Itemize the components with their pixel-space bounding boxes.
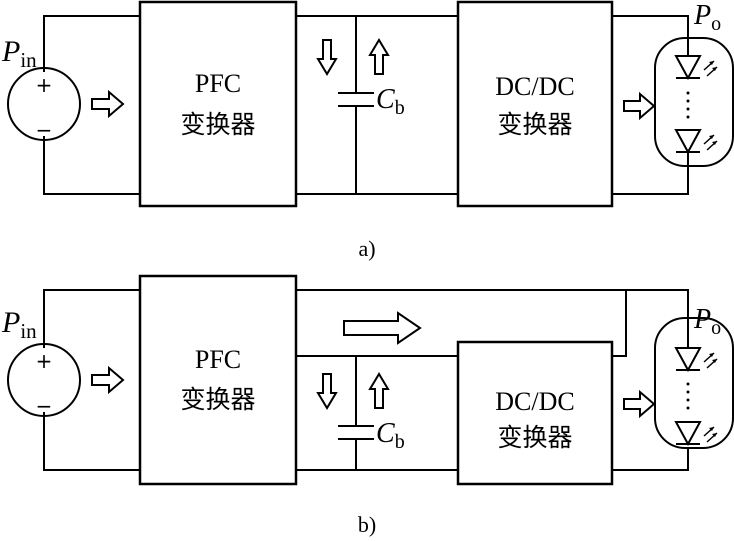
- source-plus-label: +: [36, 349, 53, 373]
- capacitor-cb-b: [338, 425, 374, 440]
- pfc-label-line1: PFC: [195, 69, 241, 98]
- charge-arrow-down-icon: [316, 373, 338, 410]
- dcdc-label-line1: DC/DC: [495, 72, 574, 101]
- dcdc-converter-block-b: [456, 340, 614, 486]
- discharge-arrow-up-icon: [368, 372, 390, 409]
- dcdc-converter-block-a: [456, 0, 614, 208]
- power-arrow-right-icon: [623, 389, 656, 419]
- power-arrow-right-icon: [623, 91, 656, 121]
- led-ellipsis: [686, 91, 690, 119]
- led-ellipsis: [686, 382, 690, 410]
- wires-a: [43, 15, 689, 195]
- led-icon: [674, 347, 702, 373]
- source-minus-label: −: [36, 394, 53, 418]
- pfc-label-line2: 变换器: [180, 385, 255, 414]
- pfc-converter-block-a: [138, 0, 298, 208]
- capacitor-cb-a: [338, 92, 374, 107]
- diagram-a: + − Pin PFC 变换器 Cb DC/DC 变换器: [1, 0, 734, 261]
- pfc-converter-block-b: [138, 274, 298, 486]
- dcdc-label-line2: 变换器: [497, 423, 572, 452]
- source-plus-label: +: [36, 73, 53, 97]
- led-icon: [674, 129, 702, 155]
- diagram-b: + − Pin PFC 变换器 Cb DC/DC 变换器: [1, 274, 734, 537]
- caption-b: b): [358, 512, 376, 537]
- led-load-a: [654, 37, 734, 167]
- voltage-source-b: + −: [7, 343, 81, 418]
- charge-arrow-down-icon: [316, 39, 338, 76]
- dcdc-label-line1: DC/DC: [495, 387, 574, 416]
- pin-label-b: Pin: [1, 306, 37, 343]
- voltage-source-a: + −: [7, 67, 81, 142]
- cap-label-a: Cb: [376, 84, 405, 119]
- wires-b: [43, 289, 689, 471]
- direct-power-arrow-right-icon: [343, 311, 422, 345]
- dcdc-label-line2: 变换器: [497, 110, 572, 139]
- led-load-b: [654, 317, 734, 449]
- cap-label-b: Cb: [376, 418, 405, 453]
- po-label-a: Po: [693, 0, 721, 35]
- pin-label-a: Pin: [1, 35, 37, 72]
- led-icon: [674, 421, 702, 447]
- caption-a: a): [358, 236, 375, 261]
- led-icon: [674, 55, 702, 81]
- source-minus-label: −: [36, 118, 53, 142]
- power-arrow-right-icon: [91, 365, 125, 395]
- pfc-label-line2: 变换器: [180, 110, 255, 139]
- discharge-arrow-up-icon: [368, 38, 390, 75]
- pfc-label-line1: PFC: [195, 345, 241, 374]
- power-arrow-right-icon: [91, 89, 125, 119]
- po-label-b: Po: [693, 304, 721, 339]
